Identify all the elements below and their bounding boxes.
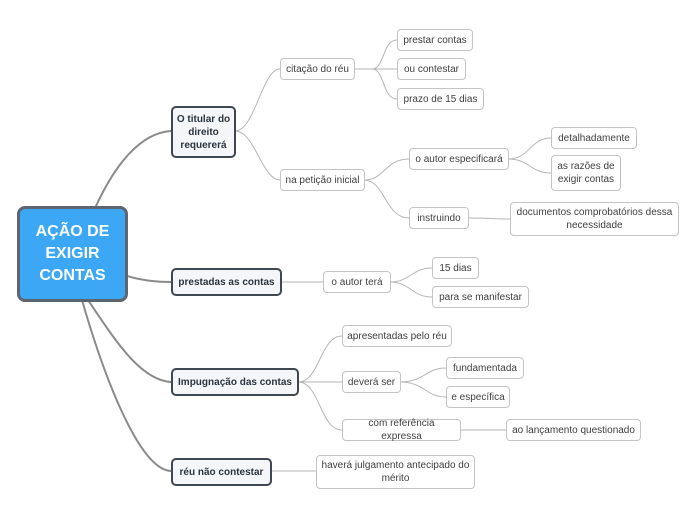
subtopic-razoes-label: as razões de exigir contas (557, 161, 615, 185)
subtopic-prestar-label: prestar contas (403, 34, 467, 46)
link-especificara-razoes (507, 158, 552, 174)
subtopic-apresentadas[interactable]: apresentadas pelo réu (342, 325, 452, 347)
link-root-prestadas (126, 275, 172, 283)
subtopic-15-dias[interactable]: 15 dias (432, 257, 479, 279)
subtopic-instruindo[interactable]: instruindo (409, 207, 469, 229)
link-root-impugnacao (87, 299, 172, 383)
subtopic-manifestar-label: para se manifestar (439, 291, 522, 303)
link-impugnacao-apresentadas (297, 335, 343, 383)
subtopic-detalhadamente[interactable]: detalhadamente (551, 127, 637, 149)
subtopic-documentos-label: documentos comprobatórios dessa necessid… (516, 207, 673, 231)
link-devera-fundamentada (399, 367, 447, 383)
subtopic-prazo[interactable]: prazo de 15 dias (397, 88, 484, 110)
link-peticao-instruindo (363, 179, 410, 219)
subtopic-apresentadas-label: apresentadas pelo réu (347, 330, 447, 342)
subtopic-especifica[interactable]: e específica (446, 386, 510, 408)
subtopic-contestar-label: ou contestar (403, 63, 460, 75)
link-root-titular (95, 130, 172, 207)
subtopic-citacao-label: citação do réu (286, 63, 349, 75)
root-topic[interactable]: AÇÃO DE EXIGIR CONTAS (17, 206, 128, 302)
subtopic-referencia-label: com referência expressa (368, 418, 435, 442)
subtopic-razoes[interactable]: as razões de exigir contas (551, 155, 621, 191)
subtopic-lancamento[interactable]: ao lançamento questionado (506, 419, 641, 441)
subtopic-julgamento-label: haverá julgamento antecipado do mérito (321, 460, 470, 484)
subtopic-detalhadamente-label: detalhadamente (558, 132, 630, 144)
subtopic-contestar[interactable]: ou contestar (397, 58, 466, 80)
link-devera-especifica (399, 381, 447, 398)
subtopic-devera-label: deverá ser (347, 376, 396, 388)
subtopic-devera[interactable]: deverá ser (342, 371, 401, 393)
subtopic-15-dias-label: 15 dias (439, 262, 472, 274)
subtopic-autor-tera-label: o autor terá (331, 276, 383, 288)
subtopic-lancamento-label: ao lançamento questionado (512, 424, 635, 436)
subtopic-autor-tera[interactable]: o autor terá (323, 271, 391, 293)
link-autor-manifestar (389, 281, 433, 298)
subtopic-prazo-label: prazo de 15 dias (403, 93, 478, 105)
link-titular-peticao (234, 130, 281, 181)
topic-impugnacao-label: Impugnação das contas (178, 376, 292, 388)
subtopic-julgamento[interactable]: haverá julgamento antecipado do mérito (316, 455, 475, 489)
link-especificara-detalhadamente (507, 137, 552, 160)
link-impugnacao-referencia (297, 381, 343, 431)
subtopic-fundamentada-label: fundamentada (453, 362, 517, 374)
subtopic-citacao[interactable]: citação do réu (280, 58, 355, 80)
topic-prestadas[interactable]: prestadas as contas (171, 268, 282, 296)
topic-reu-label: réu não contestar (179, 466, 264, 478)
link-titular-citacao (234, 68, 281, 132)
topic-titular[interactable]: O titular do direito requererá (171, 106, 236, 158)
subtopic-manifestar[interactable]: para se manifestar (432, 286, 529, 308)
subtopic-especifica-label: e específica (451, 391, 505, 403)
topic-prestadas-label: prestadas as contas (178, 276, 275, 288)
subtopic-documentos[interactable]: documentos comprobatórios dessa necessid… (510, 202, 679, 236)
subtopic-instruindo-label: instruindo (417, 212, 461, 224)
subtopic-peticao[interactable]: na petição inicial (280, 169, 365, 191)
root-topic-label: AÇÃO DE EXIGIR CONTAS (35, 223, 110, 284)
subtopic-peticao-label: na petição inicial (285, 174, 360, 186)
topic-reu[interactable]: réu não contestar (171, 458, 272, 486)
link-instruindo-documentos (467, 217, 511, 220)
link-root-reu (81, 299, 172, 472)
link-citacao-prazo (371, 68, 398, 100)
link-citacao-prestar (371, 39, 398, 70)
topic-titular-label: O titular do direito requererá (176, 113, 231, 151)
link-peticao-especificara (363, 158, 410, 181)
topic-impugnacao[interactable]: Impugnação das contas (171, 368, 299, 396)
link-autor-dias (389, 267, 433, 283)
subtopic-prestar[interactable]: prestar contas (397, 29, 473, 51)
subtopic-fundamentada[interactable]: fundamentada (446, 357, 524, 379)
subtopic-especificara-label: o autor especificará (415, 153, 503, 165)
subtopic-especificara[interactable]: o autor especificará (409, 148, 509, 170)
subtopic-referencia[interactable]: com referência expressa (342, 418, 461, 442)
